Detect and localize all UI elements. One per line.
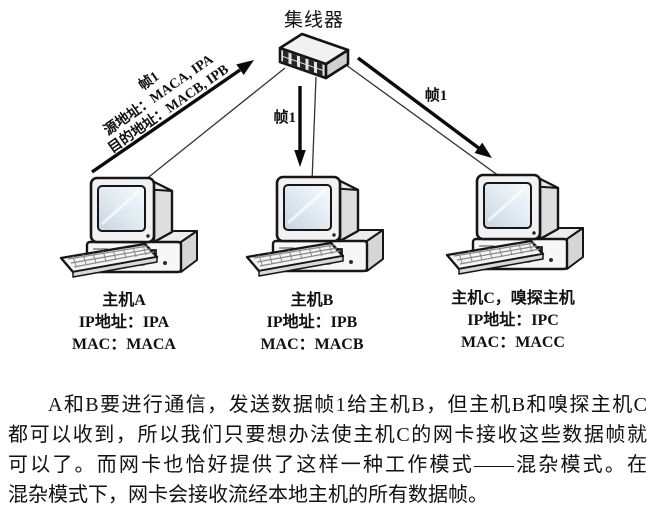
paragraph-line-3: 可以了。而网卡也恰好提供了这样一种工作模式——混杂模式。在 bbox=[8, 454, 647, 476]
paragraph-line-4: 混杂模式下，网卡会接收流经本地主机的所有数据帧。 bbox=[8, 484, 488, 506]
host-b-info: 主机B IP地址：IPB MAC：MACB bbox=[202, 290, 422, 356]
host-b-ip: IP地址：IPB bbox=[266, 314, 358, 331]
hub-label: 集线器 bbox=[283, 10, 344, 31]
paragraph-line-2: 都可以收到，所以我们只要想办法使主机C的网卡接收这些数据帧就 bbox=[8, 424, 647, 446]
frame1-label-hub-to-c: 帧1 bbox=[424, 88, 448, 104]
cable-hub-to-host-b bbox=[311, 76, 317, 183]
paragraph-line-1: A和B要进行通信，发送数据帧1给主机B，但主机B和嗅探主机C bbox=[48, 394, 647, 416]
network-diagram bbox=[59, 32, 585, 279]
host-c-mac: MAC：MACC bbox=[461, 334, 565, 351]
computer-icon-host-a bbox=[59, 176, 199, 279]
arrow-frame1-a-to-hub bbox=[91, 60, 254, 174]
computer-icon-host-b bbox=[245, 175, 385, 278]
hub-icon bbox=[278, 32, 350, 80]
host-a-mac: MAC：MACA bbox=[72, 336, 176, 353]
host-b-name: 主机B bbox=[290, 292, 334, 309]
host-c-ip: IP地址：IPC bbox=[467, 312, 559, 329]
explanation-paragraph: A和B要进行通信，发送数据帧1给主机B，但主机B和嗅探主机C 都可以收到，所以我… bbox=[8, 390, 647, 510]
computer-icon-host-c bbox=[445, 173, 585, 276]
hub-ports bbox=[283, 50, 323, 77]
host-a-info: 主机A IP地址：IPA MAC：MACA bbox=[14, 290, 234, 356]
cable-hub-to-host-c bbox=[341, 61, 511, 185]
host-b-mac: MAC：MACB bbox=[260, 336, 364, 353]
host-a-name: 主机A bbox=[102, 292, 146, 309]
cable-hub-to-host-a bbox=[139, 67, 286, 185]
host-a-ip: IP地址：IPA bbox=[78, 314, 170, 331]
host-c-name: 主机C，嗅探主机 bbox=[451, 290, 575, 307]
frame1-label-hub-to-b: 帧1 bbox=[273, 110, 296, 126]
host-c-info: 主机C，嗅探主机 IP地址：IPC MAC：MACC bbox=[403, 288, 623, 354]
arrow-frame1-hub-to-c bbox=[356, 56, 492, 158]
arrow-frame1-hub-to-b bbox=[294, 86, 306, 167]
